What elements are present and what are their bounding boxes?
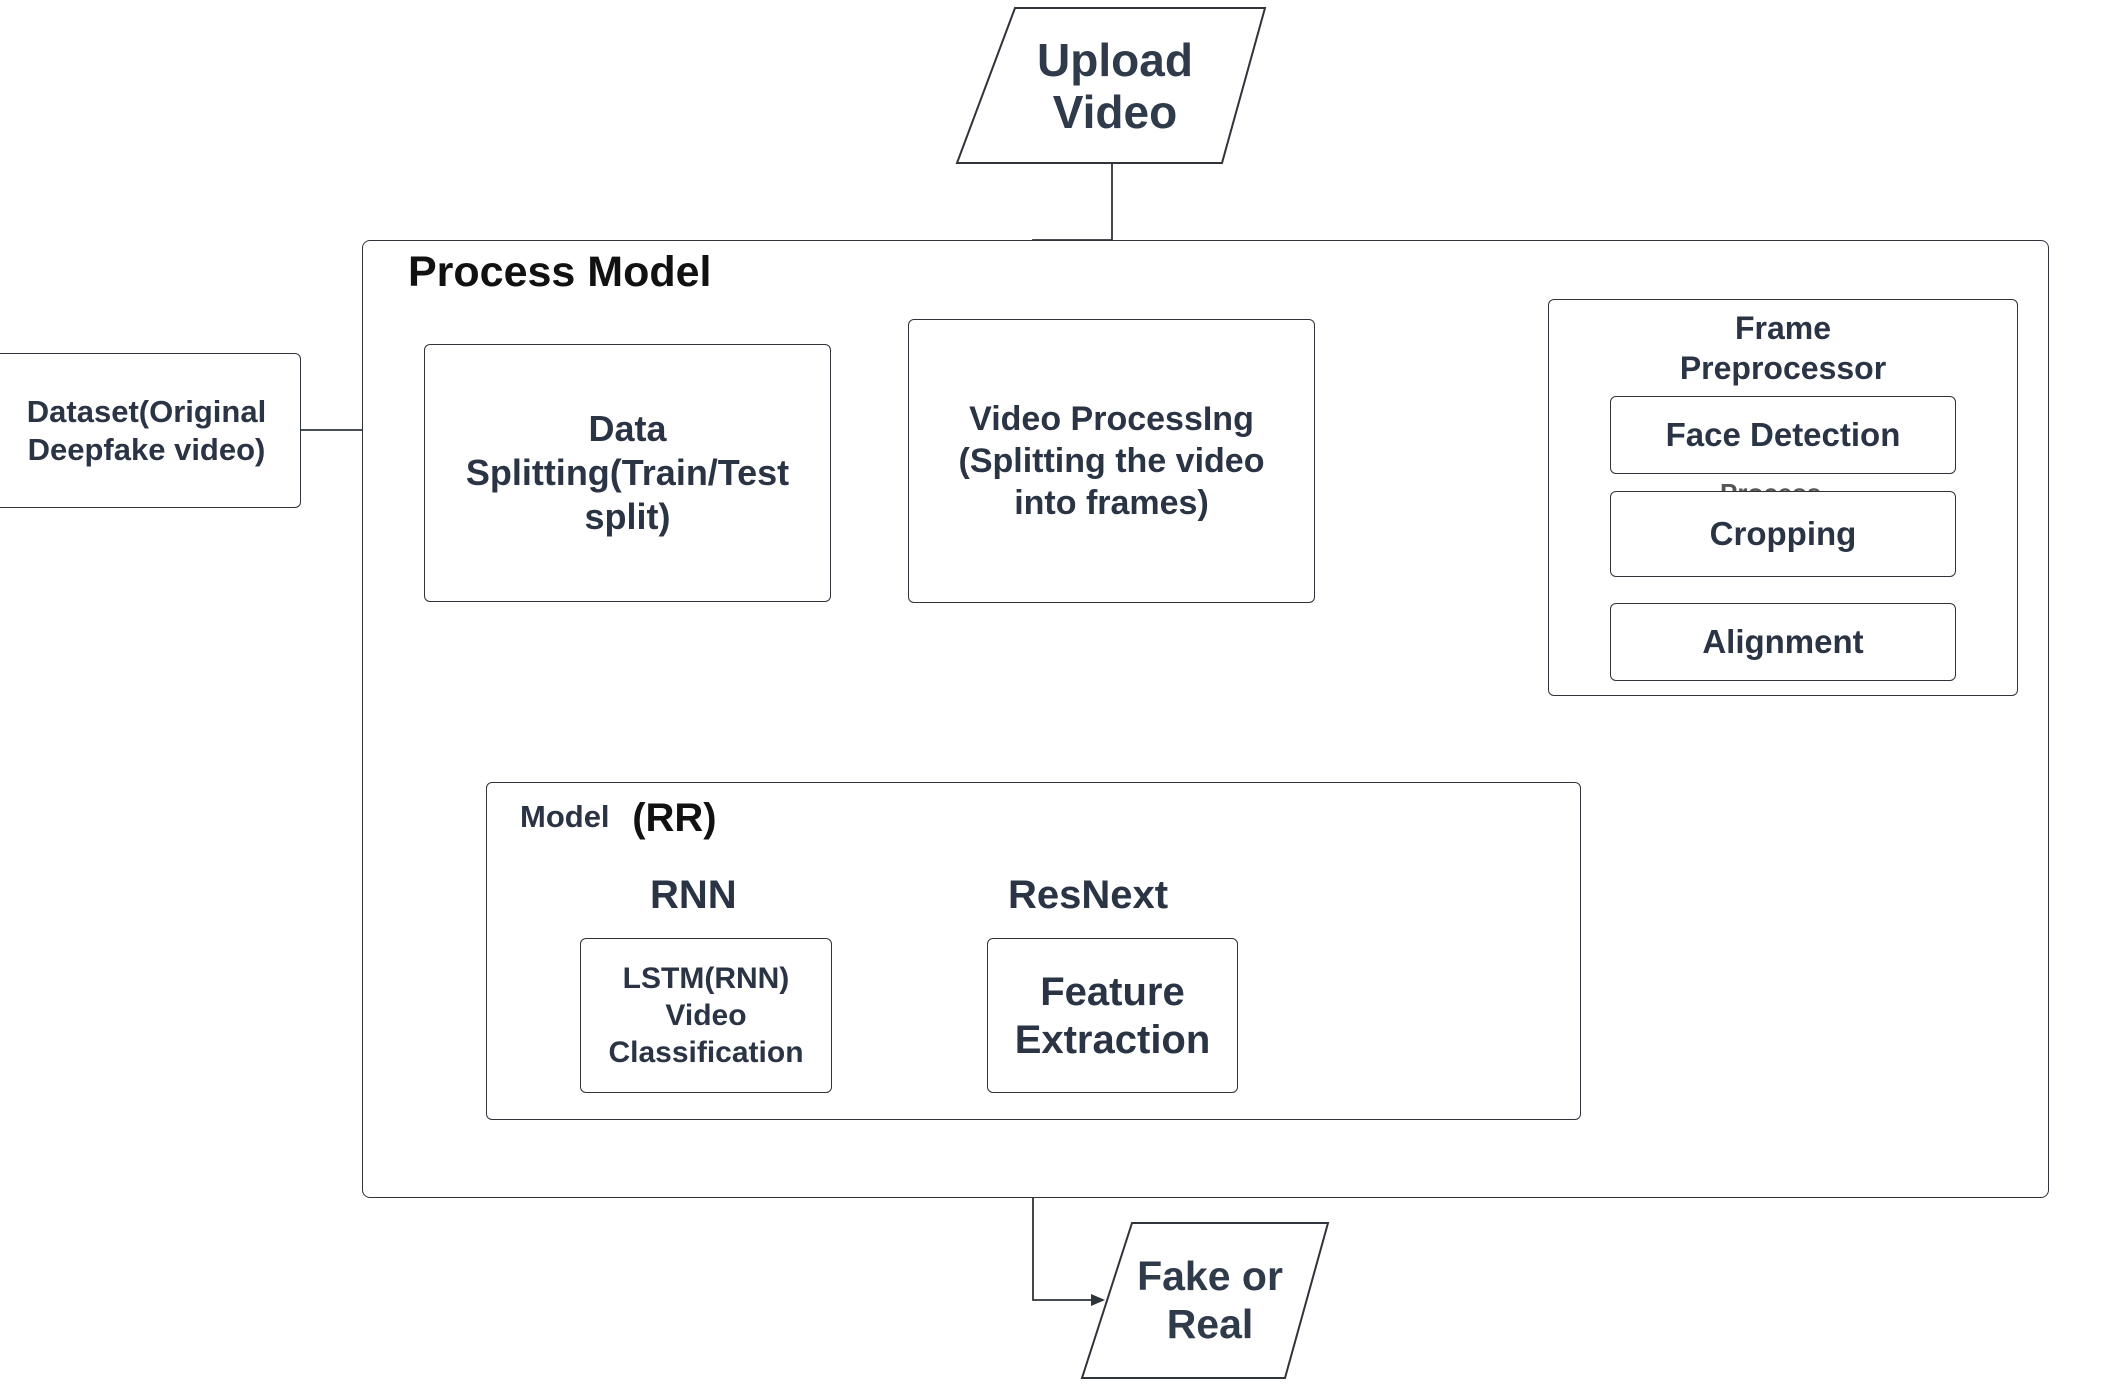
cropping-label: Cropping (1709, 515, 1857, 552)
cropping-box: Cropping (1610, 491, 1956, 577)
face-detection-box: Face Detection (1610, 396, 1956, 474)
lstm-box: LSTM(RNN) Video Classification (580, 938, 832, 1093)
video-processing-label: Video ProcessIng (Splitting the video in… (958, 400, 1265, 522)
fake-or-real-label: Fake or Real (1137, 1253, 1283, 1347)
model-title-suffix: (RR) (632, 796, 717, 840)
upload-video-label: Upload Video (1037, 34, 1193, 138)
dataset-label: Dataset(Original Deepfake video) (26, 393, 267, 467)
video-processing-box: Video ProcessIng (Splitting the video in… (908, 319, 1315, 603)
data-splitting-box: Data Splitting(Train/Test split) (424, 344, 831, 602)
lstm-label: LSTM(RNN) Video Classification (608, 962, 804, 1069)
alignment-label: Alignment (1702, 623, 1864, 660)
face-detection-label: Face Detection (1665, 416, 1901, 453)
dataset-box: Dataset(Original Deepfake video) (0, 353, 301, 508)
resnext-heading: ResNext (1008, 873, 1169, 917)
model-title-text: Model (520, 799, 610, 834)
data-splitting-label: Data Splitting(Train/Test split) (465, 408, 790, 537)
frame-preprocessor-hidden-text: Process (1720, 478, 1821, 492)
alignment-box: Alignment (1610, 603, 1956, 681)
feature-extraction-label: Feature Extraction (1014, 969, 1211, 1062)
model-title: Model (RR) (520, 796, 717, 841)
feature-extraction-box: Feature Extraction (987, 938, 1238, 1093)
frame-preprocessor-title: Frame Preprocessor (1679, 310, 1887, 386)
rnn-heading: RNN (650, 873, 737, 917)
process-model-title: Process Model (408, 248, 712, 296)
